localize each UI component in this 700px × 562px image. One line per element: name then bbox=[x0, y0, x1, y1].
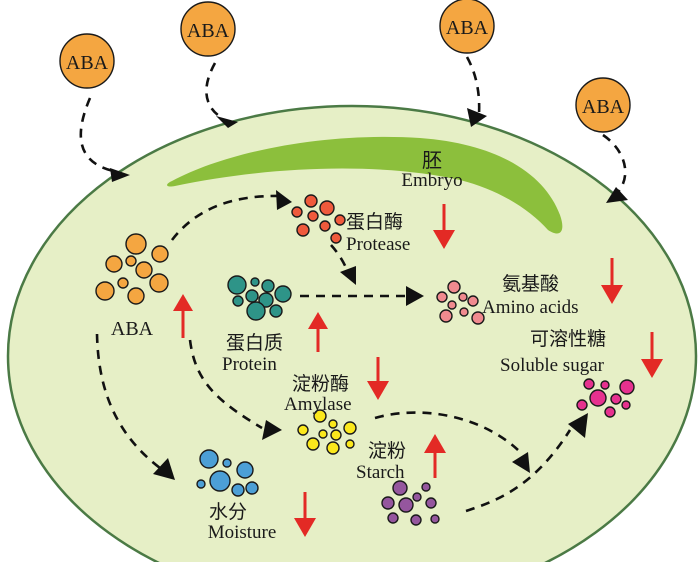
moisture-down-arrow bbox=[294, 492, 316, 537]
moisture-label-cn: 水分 bbox=[209, 501, 247, 523]
protease-down-arrow bbox=[433, 204, 455, 249]
aba-cluster bbox=[95, 233, 169, 305]
aba-label: ABA bbox=[111, 318, 154, 340]
arrow-aba3-in bbox=[465, 56, 487, 127]
aba-up-arrow bbox=[173, 294, 193, 338]
embryo-shape bbox=[167, 136, 563, 234]
arrow-aba2-in bbox=[205, 62, 238, 128]
protease-label-cn: 蛋白酶 bbox=[346, 211, 403, 233]
soluble-sugar-label-cn: 可溶性糖 bbox=[530, 328, 606, 350]
starch-up-arrow bbox=[424, 434, 446, 478]
arrow-protein-to-amino bbox=[300, 286, 424, 306]
amylase-down-arrow bbox=[367, 357, 389, 400]
arrow-aba1-in bbox=[79, 97, 130, 182]
svg-text:ABA: ABA bbox=[582, 96, 625, 118]
external-aba-1: ABA bbox=[59, 33, 115, 89]
protein-label-en: Protein bbox=[222, 354, 277, 375]
arrow-protease-to-mid bbox=[330, 244, 356, 285]
amino-acids-cluster bbox=[436, 280, 485, 325]
arrow-aba4-in bbox=[602, 133, 628, 203]
moisture-label-en: Moisture bbox=[208, 522, 277, 543]
arrow-starch-to-sugar bbox=[465, 413, 588, 513]
arrow-aba-to-moisture bbox=[95, 333, 175, 480]
external-aba-3: ABA bbox=[439, 0, 495, 54]
external-aba-2: ABA bbox=[180, 1, 236, 57]
amylase-label-en: Amylase bbox=[284, 394, 352, 415]
protein-cluster bbox=[227, 275, 292, 321]
amino-acids-label-cn: 氨基酸 bbox=[502, 273, 559, 295]
protein-label-cn: 蛋白质 bbox=[226, 332, 283, 354]
protein-up-arrow bbox=[308, 312, 328, 352]
svg-text:ABA: ABA bbox=[66, 52, 109, 74]
embryo-label-cn: 胚 bbox=[422, 148, 442, 172]
soluble-sugar-cluster bbox=[576, 378, 635, 418]
arrow-aba-to-protease bbox=[170, 190, 292, 241]
amino-acids-label-en: Amino acids bbox=[482, 297, 579, 318]
protease-label-en: Protease bbox=[346, 234, 410, 255]
arrow-aba-to-amylase bbox=[188, 339, 282, 440]
svg-text:ABA: ABA bbox=[446, 17, 489, 39]
amylase-cluster bbox=[297, 409, 357, 455]
arrow-amylase-to-mid bbox=[374, 411, 530, 473]
starch-label-cn: 淀粉 bbox=[368, 440, 406, 462]
seed-body bbox=[6, 104, 698, 562]
embryo-label-en: Embryo bbox=[401, 170, 462, 191]
starch-label-en: Starch bbox=[356, 462, 405, 483]
protease-cluster bbox=[291, 194, 346, 244]
svg-text:ABA: ABA bbox=[187, 20, 230, 42]
amylase-label-cn: 淀粉酶 bbox=[292, 373, 349, 395]
soluble-sugar-label-en: Soluble sugar bbox=[500, 355, 605, 376]
external-aba-4: ABA bbox=[575, 77, 631, 133]
starch-cluster bbox=[381, 480, 440, 526]
amino-acids-down-arrow bbox=[601, 258, 623, 304]
soluble-sugar-down-arrow bbox=[641, 332, 663, 378]
moisture-cluster bbox=[196, 449, 259, 497]
